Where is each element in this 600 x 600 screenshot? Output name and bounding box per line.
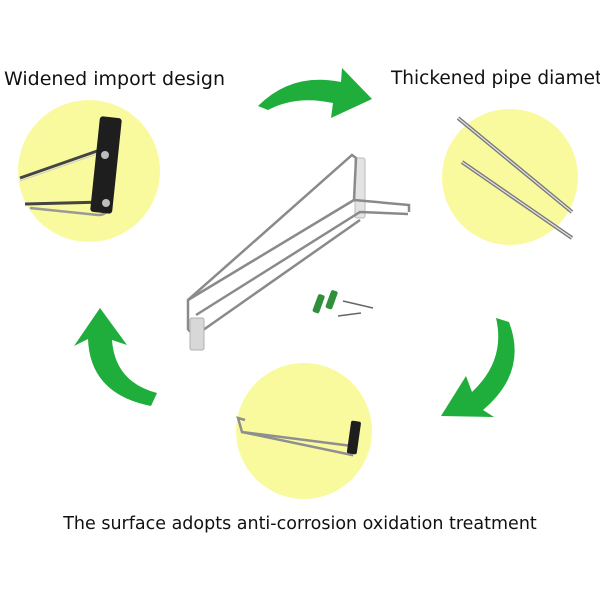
arrow-left-up-icon bbox=[74, 308, 157, 406]
detail-circle-bracket bbox=[18, 100, 160, 242]
mounting-hardware bbox=[312, 290, 374, 317]
arrow-top-right-icon bbox=[258, 68, 372, 118]
caption-widened-import-design: Widened import design bbox=[4, 68, 226, 90]
detail-circle-pipe bbox=[442, 109, 578, 245]
arrow-bottom-right-icon bbox=[441, 318, 515, 417]
caption-anti-corrosion-surface: The surface adopts anti-corrosion oxidat… bbox=[63, 514, 537, 534]
center-product-rack bbox=[186, 153, 411, 351]
detail-circle-surface bbox=[236, 363, 372, 499]
caption-thickened-pipe-diameter: Thickened pipe diameter bbox=[391, 68, 600, 89]
